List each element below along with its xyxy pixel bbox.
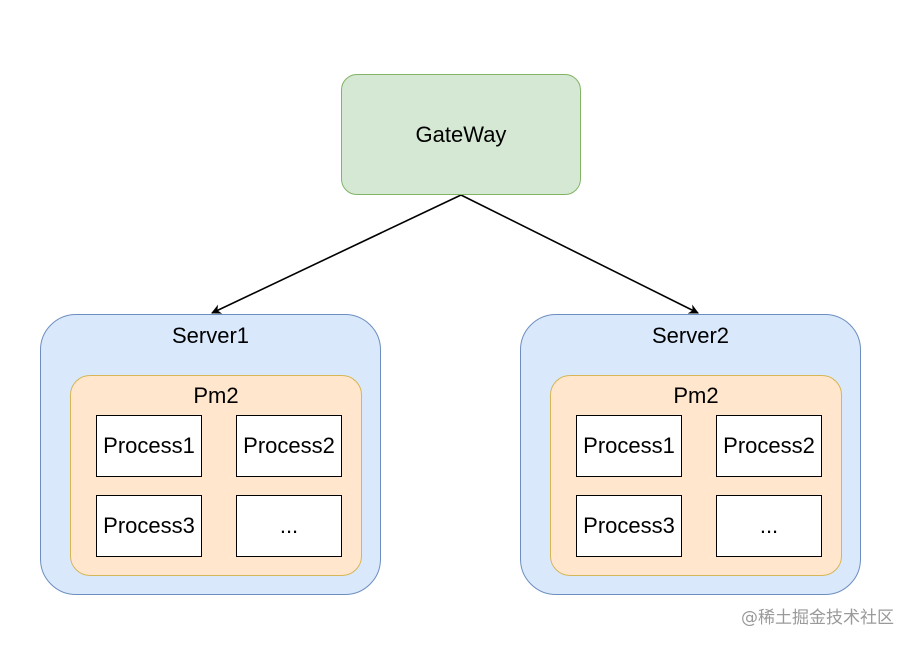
gateway-node: GateWay xyxy=(341,74,581,195)
pm2-title: Pm2 xyxy=(193,383,239,408)
gateway-label: GateWay xyxy=(415,121,507,147)
process-box: Process3 xyxy=(96,495,202,557)
server-title: Server2 xyxy=(651,323,730,348)
process-label: Process1 xyxy=(103,433,195,458)
process-box: Process3 xyxy=(576,495,682,557)
server-node-2: Server2 Pm2 Process1 Process2 Process3 .… xyxy=(520,314,861,595)
process-box: ... xyxy=(716,495,822,557)
pm2-container: Pm2 Process1 Process2 Process3 ... xyxy=(550,375,842,576)
watermark: @稀土掘金技术社区 xyxy=(741,608,894,628)
server-title: Server1 xyxy=(171,323,250,348)
server-node-1: Server1 Pm2 Process1 Process2 Process3 .… xyxy=(40,314,381,595)
process-label: Process2 xyxy=(723,433,815,458)
process-label: Process1 xyxy=(583,433,675,458)
pm2-container: Pm2 Process1 Process2 Process3 ... xyxy=(70,375,362,576)
process-box: Process2 xyxy=(716,415,822,477)
process-box: Process1 xyxy=(576,415,682,477)
process-label: Process2 xyxy=(243,433,335,458)
process-label: ... xyxy=(279,513,299,538)
pm2-title: Pm2 xyxy=(673,383,719,408)
process-label: Process3 xyxy=(103,513,195,538)
process-box: Process2 xyxy=(236,415,342,477)
edge-gateway-to-server2 xyxy=(460,194,699,314)
process-label: Process3 xyxy=(583,513,675,538)
process-box: Process1 xyxy=(96,415,202,477)
process-label: ... xyxy=(759,513,779,538)
edge-gateway-to-server1 xyxy=(211,194,462,314)
process-box: ... xyxy=(236,495,342,557)
